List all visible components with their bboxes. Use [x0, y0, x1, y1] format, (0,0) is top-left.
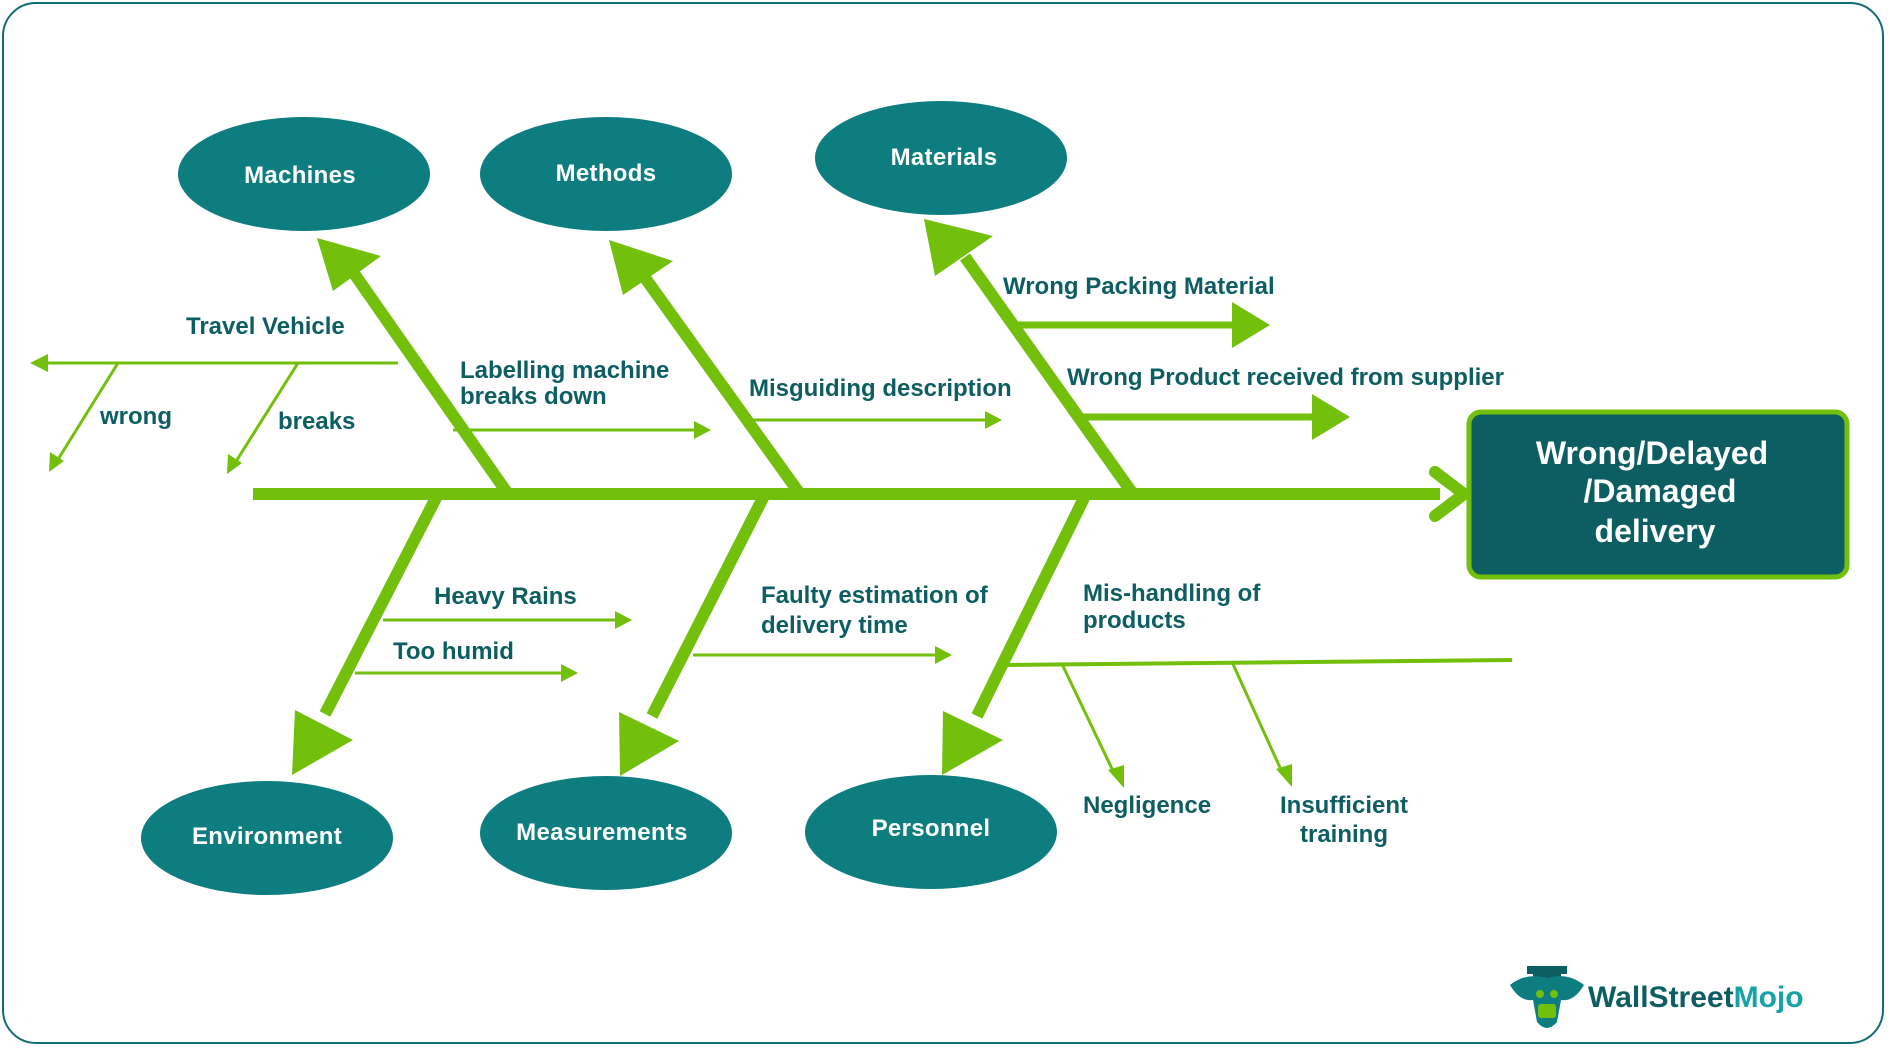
- cause-breaks: breaks: [278, 408, 355, 435]
- branch-misguiding: [753, 411, 1002, 429]
- cause-labelling-line-2: breaks down: [460, 383, 607, 410]
- cause-heavy-rains: Heavy Rains: [434, 583, 577, 610]
- branch-mishandling: [1004, 658, 1513, 788]
- category-materials-label: Materials: [891, 144, 998, 171]
- cause-wrong: wrong: [99, 403, 172, 430]
- category-environment: Environment: [141, 781, 393, 895]
- cause-faulty-line-2: delivery time: [761, 612, 908, 639]
- cause-wrong-packing: Wrong Packing Material: [1003, 273, 1275, 300]
- cause-mishandling-line-2: products: [1083, 607, 1186, 634]
- category-personnel: Personnel: [805, 775, 1057, 889]
- category-materials: Materials: [815, 101, 1067, 215]
- brand-part-1: WallStreet: [1588, 981, 1734, 1014]
- bone-materials: [924, 219, 1138, 498]
- branch-heavy-rains: [383, 611, 632, 629]
- bone-environment: [292, 491, 444, 775]
- bone-personnel: [942, 491, 1092, 775]
- branch-labelling: [453, 421, 711, 439]
- cause-insufficient-line-2: training: [1300, 821, 1388, 848]
- category-methods-label: Methods: [556, 160, 657, 187]
- branch-travel-vehicle: [30, 354, 398, 474]
- category-personnel-label: Personnel: [872, 815, 991, 842]
- cause-labelling-line-1: Labelling machine: [460, 357, 669, 384]
- bone-machines: [317, 238, 513, 498]
- bone-measurements: [619, 491, 771, 776]
- cause-too-humid: Too humid: [393, 638, 514, 665]
- category-environment-label: Environment: [192, 823, 342, 850]
- effect-line-3: delivery: [1595, 513, 1716, 549]
- bone-methods: [609, 240, 805, 498]
- cause-travel-vehicle: Travel Vehicle: [186, 313, 345, 340]
- cause-wrong-product: Wrong Product received from supplier: [1067, 364, 1504, 391]
- spine: [253, 466, 1470, 522]
- branch-faulty-estimation: [693, 646, 952, 664]
- branch-too-humid: [355, 664, 578, 682]
- cause-mishandling-line-1: Mis-handling of: [1083, 580, 1261, 607]
- svg-text:WallStreetMojo: WallStreetMojo: [1588, 981, 1804, 1014]
- category-methods: Methods: [480, 117, 732, 231]
- cause-negligence: Negligence: [1083, 792, 1211, 819]
- branch-wrong-packing: [1012, 302, 1270, 348]
- branch-wrong-product: [1082, 394, 1350, 440]
- effect-line-1: Wrong/Delayed: [1536, 435, 1768, 471]
- brand-part-2: Mojo: [1734, 981, 1804, 1014]
- category-measurements-label: Measurements: [516, 819, 688, 846]
- cause-faulty-line-1: Faulty estimation of: [761, 582, 989, 609]
- category-measurements: Measurements: [480, 776, 732, 890]
- cause-insufficient-line-1: Insufficient: [1280, 792, 1408, 819]
- category-machines: Machines: [178, 117, 430, 231]
- cause-misguiding: Misguiding description: [749, 375, 1012, 402]
- effect-box: Wrong/Delayed /Damaged delivery: [1466, 409, 1850, 580]
- category-machines-label: Machines: [244, 162, 356, 189]
- brand-logo: WallStreetMojo: [1510, 966, 1804, 1028]
- effect-line-2: /Damaged: [1584, 473, 1737, 509]
- brand-mascot-icon: [1510, 966, 1584, 1028]
